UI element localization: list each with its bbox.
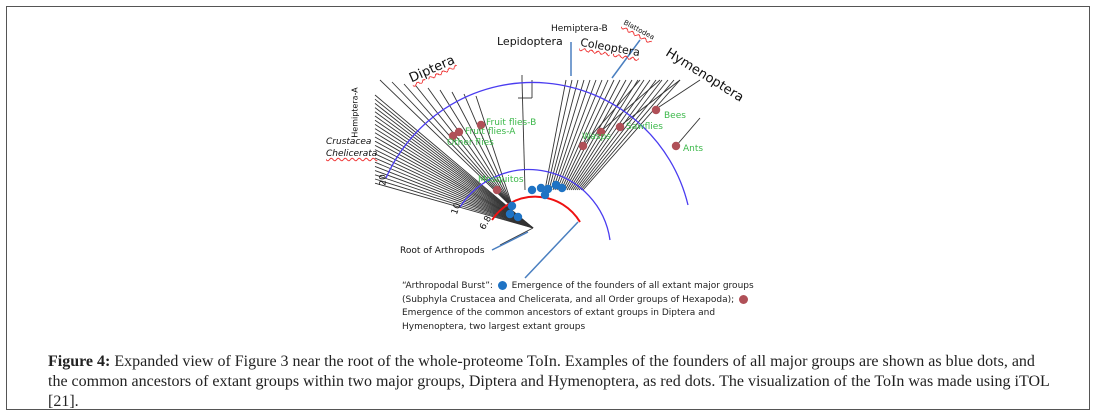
tree-branch bbox=[374, 103, 534, 229]
founder-dot bbox=[505, 209, 515, 219]
tree-branch bbox=[550, 79, 585, 191]
tree-branch bbox=[374, 165, 534, 229]
founder-dot bbox=[536, 183, 546, 193]
ancestor-dot bbox=[454, 127, 464, 137]
tree-branch bbox=[552, 79, 591, 191]
scale-arc-outer bbox=[385, 81, 689, 206]
tree-branch bbox=[578, 79, 669, 191]
ancestor-dot bbox=[578, 141, 588, 151]
figure-frame bbox=[6, 6, 1090, 410]
clade-label-lepidoptera: Lepidoptera bbox=[497, 35, 563, 48]
tree-branch bbox=[572, 79, 651, 191]
tree-branch bbox=[379, 79, 514, 209]
tree-branch bbox=[564, 79, 627, 191]
caption-label: Figure 4: bbox=[48, 353, 111, 370]
tree-branch bbox=[374, 107, 534, 229]
legend-founders-text: Emergence of the founders of all extant … bbox=[402, 281, 754, 305]
ancestor-dot bbox=[492, 185, 502, 195]
tree-branch bbox=[374, 182, 534, 229]
tree-branch bbox=[374, 178, 534, 229]
founder-dot bbox=[557, 183, 567, 193]
tree-branch bbox=[374, 115, 534, 229]
tree-branch bbox=[439, 89, 514, 209]
legend-title: “Arthropodal Burst”: bbox=[402, 281, 493, 291]
founder-dot bbox=[513, 212, 523, 222]
tree-branch bbox=[582, 79, 681, 191]
scale-arc-middle bbox=[459, 168, 611, 241]
ancestor-dot bbox=[671, 141, 681, 151]
tree-branch bbox=[582, 79, 641, 146]
tree-branch bbox=[655, 79, 701, 110]
tree-branch bbox=[560, 79, 615, 191]
ancestor-dot bbox=[448, 131, 458, 141]
tree-branches bbox=[374, 75, 701, 246]
ancestor-dot bbox=[476, 120, 486, 130]
arrow-blattodea bbox=[611, 39, 641, 79]
founder-dot bbox=[540, 190, 550, 200]
tree-branch bbox=[570, 79, 645, 191]
figure-legend: “Arthropodal Burst”: Emergence of the fo… bbox=[402, 280, 762, 334]
tree-branch bbox=[391, 81, 514, 209]
legend-ancestors-text: Emergence of the common ancestors of ext… bbox=[402, 308, 716, 332]
founder-dot-icon bbox=[497, 281, 507, 290]
ancestor-dot-icon bbox=[739, 294, 749, 304]
tree-branch bbox=[374, 119, 534, 229]
tree-branch bbox=[548, 79, 579, 191]
tree-branch bbox=[374, 111, 534, 229]
pointer-arrows bbox=[491, 39, 641, 279]
founder-dot bbox=[527, 185, 537, 195]
scale-tick-20: 20 bbox=[378, 174, 389, 186]
arrow-root bbox=[491, 231, 529, 251]
node-label-bees: Bees bbox=[664, 111, 686, 121]
node-label-other-flies: Other flies bbox=[447, 138, 494, 148]
tree-branch bbox=[554, 79, 597, 191]
arrow-burst bbox=[524, 221, 579, 279]
caption-text: Expanded view of Figure 3 near the root … bbox=[48, 353, 1050, 410]
tree-branch bbox=[475, 95, 514, 209]
tree-branch bbox=[521, 79, 526, 191]
tree-branch bbox=[619, 79, 681, 127]
tree-branch bbox=[599, 79, 661, 133]
tree-branch bbox=[463, 93, 514, 209]
node-label-mosquitos: Mosquitos bbox=[478, 175, 524, 185]
tree-branch bbox=[374, 161, 534, 229]
tree-branch bbox=[374, 124, 534, 229]
clade-label-hemiptera-a: Hemiptera-A bbox=[350, 87, 360, 138]
tree-branch bbox=[558, 79, 609, 191]
tree-branch bbox=[675, 117, 701, 147]
tree-branch bbox=[374, 170, 534, 229]
root-label: Root of Arthropods bbox=[400, 246, 485, 256]
tree-branch bbox=[576, 79, 663, 191]
tree-branch bbox=[499, 227, 534, 246]
clade-label-hemiptera-b: Hemiptera-B bbox=[551, 24, 608, 34]
node-label-fruit-flies-b: Fruit flies-B bbox=[486, 118, 537, 128]
ancestor-dot bbox=[596, 127, 606, 137]
clade-label-crustacea: Crustacea bbox=[326, 137, 372, 147]
figure-caption: Figure 4: Expanded view of Figure 3 near… bbox=[48, 352, 1058, 412]
burst-arc bbox=[491, 195, 581, 223]
tree-branch bbox=[374, 98, 534, 229]
tree-branch bbox=[580, 79, 675, 191]
tree-branch bbox=[546, 79, 573, 191]
tree-branch bbox=[574, 79, 657, 191]
tree-branch bbox=[451, 91, 514, 209]
tree-branch bbox=[556, 79, 603, 191]
node-label-sawflies: Sawflies bbox=[626, 122, 663, 132]
tree-branch bbox=[374, 128, 534, 229]
tree-branch bbox=[374, 174, 534, 229]
node-label-wasps: Wasps bbox=[582, 132, 611, 142]
founder-dot bbox=[507, 201, 517, 211]
ancestor-dot bbox=[615, 122, 625, 132]
node-label-fruit-flies-a: Fruit flies-A bbox=[465, 127, 516, 137]
ancestor-dot bbox=[651, 105, 661, 115]
clade-label-chelicerata: Chelicerata bbox=[326, 149, 378, 159]
node-label-ants: Ants bbox=[683, 144, 704, 154]
